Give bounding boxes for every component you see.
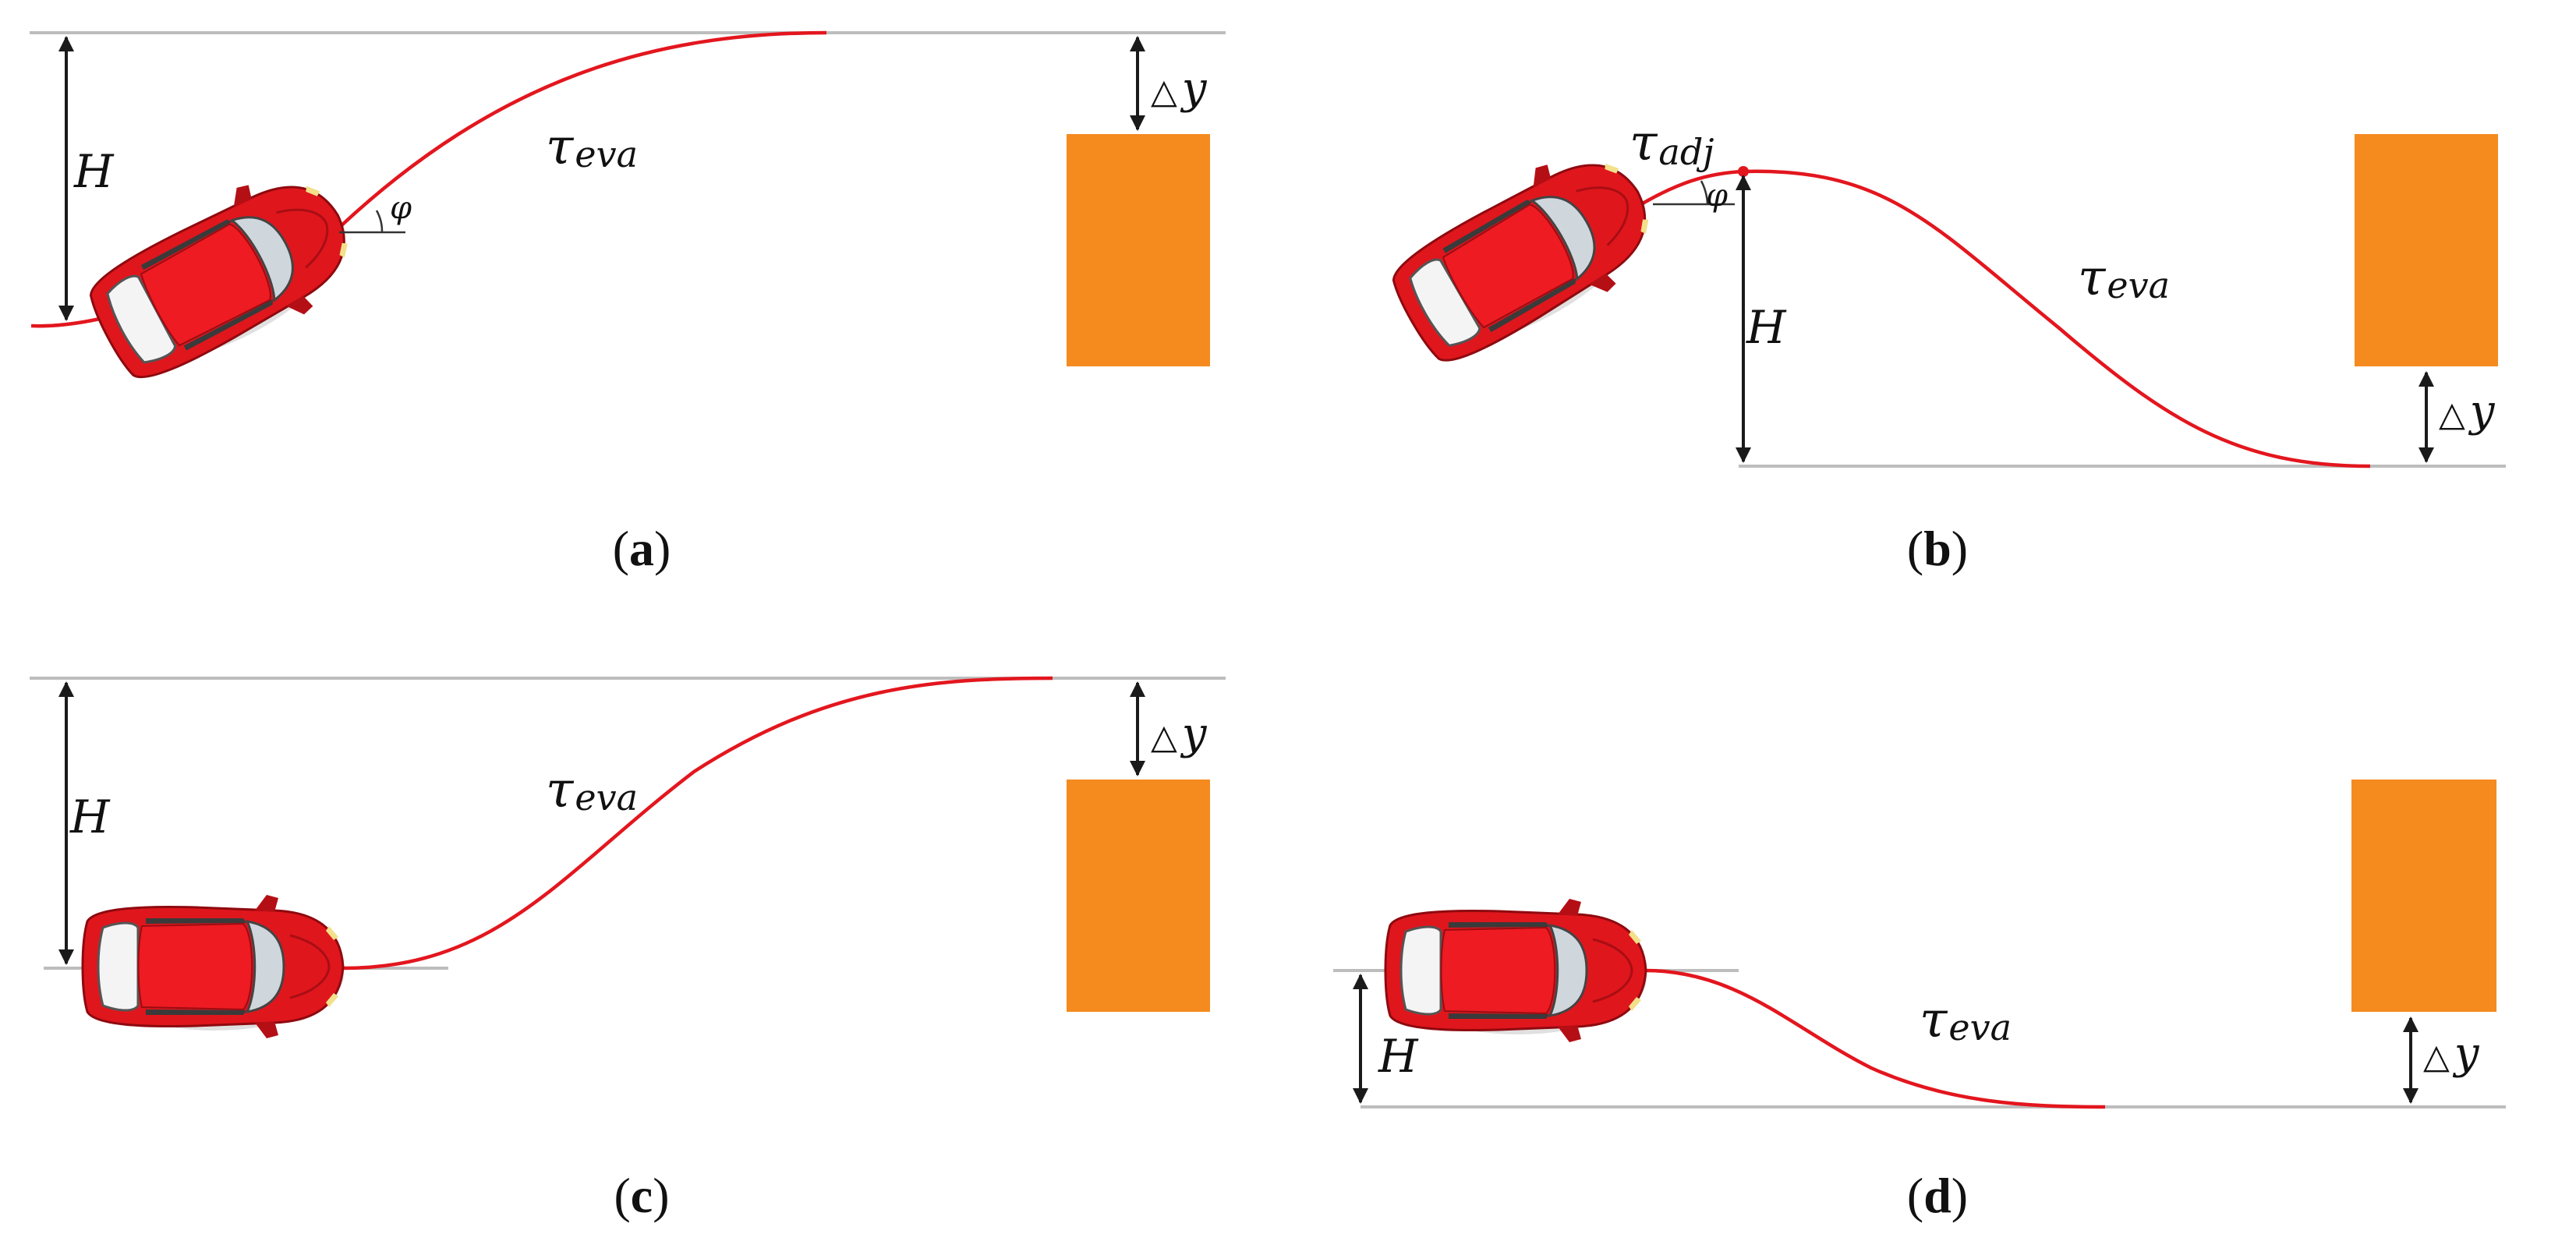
evasion-trajectory — [1644, 968, 2106, 1109]
angle-label: φ — [1706, 178, 1728, 214]
heading-angle-arc — [375, 210, 384, 233]
heading-angle-arc — [1700, 180, 1709, 205]
switch-point — [1738, 166, 1749, 177]
car — [73, 150, 373, 402]
tau-subscript: eva — [575, 776, 638, 818]
panel-caption: (a) — [613, 521, 671, 576]
offset-label: △y — [2423, 1028, 2480, 1079]
panel-caption: (d) — [1907, 1168, 1968, 1223]
delta-symbol: △ — [2439, 394, 2465, 434]
evasion-trajectory — [342, 676, 1053, 971]
tau-symbol: τ — [546, 762, 575, 819]
tau-symbol: τ — [1629, 115, 1658, 172]
panel-caption: (c) — [614, 1168, 669, 1223]
tau-subscript: eva — [575, 133, 638, 175]
trajectory-label: τeva — [546, 762, 638, 819]
obstacle — [2351, 780, 2496, 1012]
angle-label: φ — [390, 190, 412, 226]
height-label: H — [69, 790, 111, 843]
trajectory-label: τeva — [2078, 249, 2170, 307]
tau-symbol: τ — [546, 118, 575, 176]
adjustment-trajectory — [1636, 169, 1744, 208]
height-label: H — [73, 145, 115, 198]
offset-var: y — [2452, 1028, 2480, 1079]
offset-var: y — [2468, 386, 2496, 437]
tau-symbol: τ — [2078, 249, 2107, 307]
height-label: H — [1378, 1030, 1419, 1083]
tau-subscript: adj — [1658, 131, 1714, 173]
panel-caption: (b) — [1907, 521, 1968, 576]
tau-subscript: eva — [2107, 264, 2170, 306]
car — [81, 893, 345, 1040]
obstacle — [1067, 780, 1210, 1012]
obstacle — [1067, 134, 1210, 366]
height-label: H — [1746, 301, 1787, 354]
evasion-trajectory — [1743, 169, 2371, 468]
panel-a: φ H △y τeva (a) — [30, 30, 1226, 576]
adjustment-label: τadj — [1629, 115, 1714, 173]
delta-symbol: △ — [1151, 717, 1177, 757]
delta-symbol: △ — [2423, 1037, 2450, 1077]
delta-symbol: △ — [1151, 72, 1177, 111]
offset-var: y — [1180, 709, 1208, 759]
trajectory-label: τeva — [546, 118, 638, 176]
panel-c: H △y τeva (c) — [30, 676, 1226, 1223]
trajectory-label: τeva — [1920, 992, 2012, 1049]
car — [1384, 897, 1648, 1044]
offset-label: △y — [1151, 63, 1208, 114]
tau-symbol: τ — [1920, 992, 1948, 1049]
evasion-trajectory — [30, 30, 827, 328]
obstacle — [2355, 134, 2498, 366]
offset-var: y — [1180, 63, 1208, 114]
tau-subscript: eva — [1948, 1006, 2012, 1048]
offset-label: △y — [1151, 709, 1208, 759]
panel-d: H △y τeva (d) — [1333, 780, 2506, 1223]
panel-b: φ τadj H △y τeva (b) — [1375, 115, 2506, 576]
offset-label: △y — [2439, 386, 2496, 437]
